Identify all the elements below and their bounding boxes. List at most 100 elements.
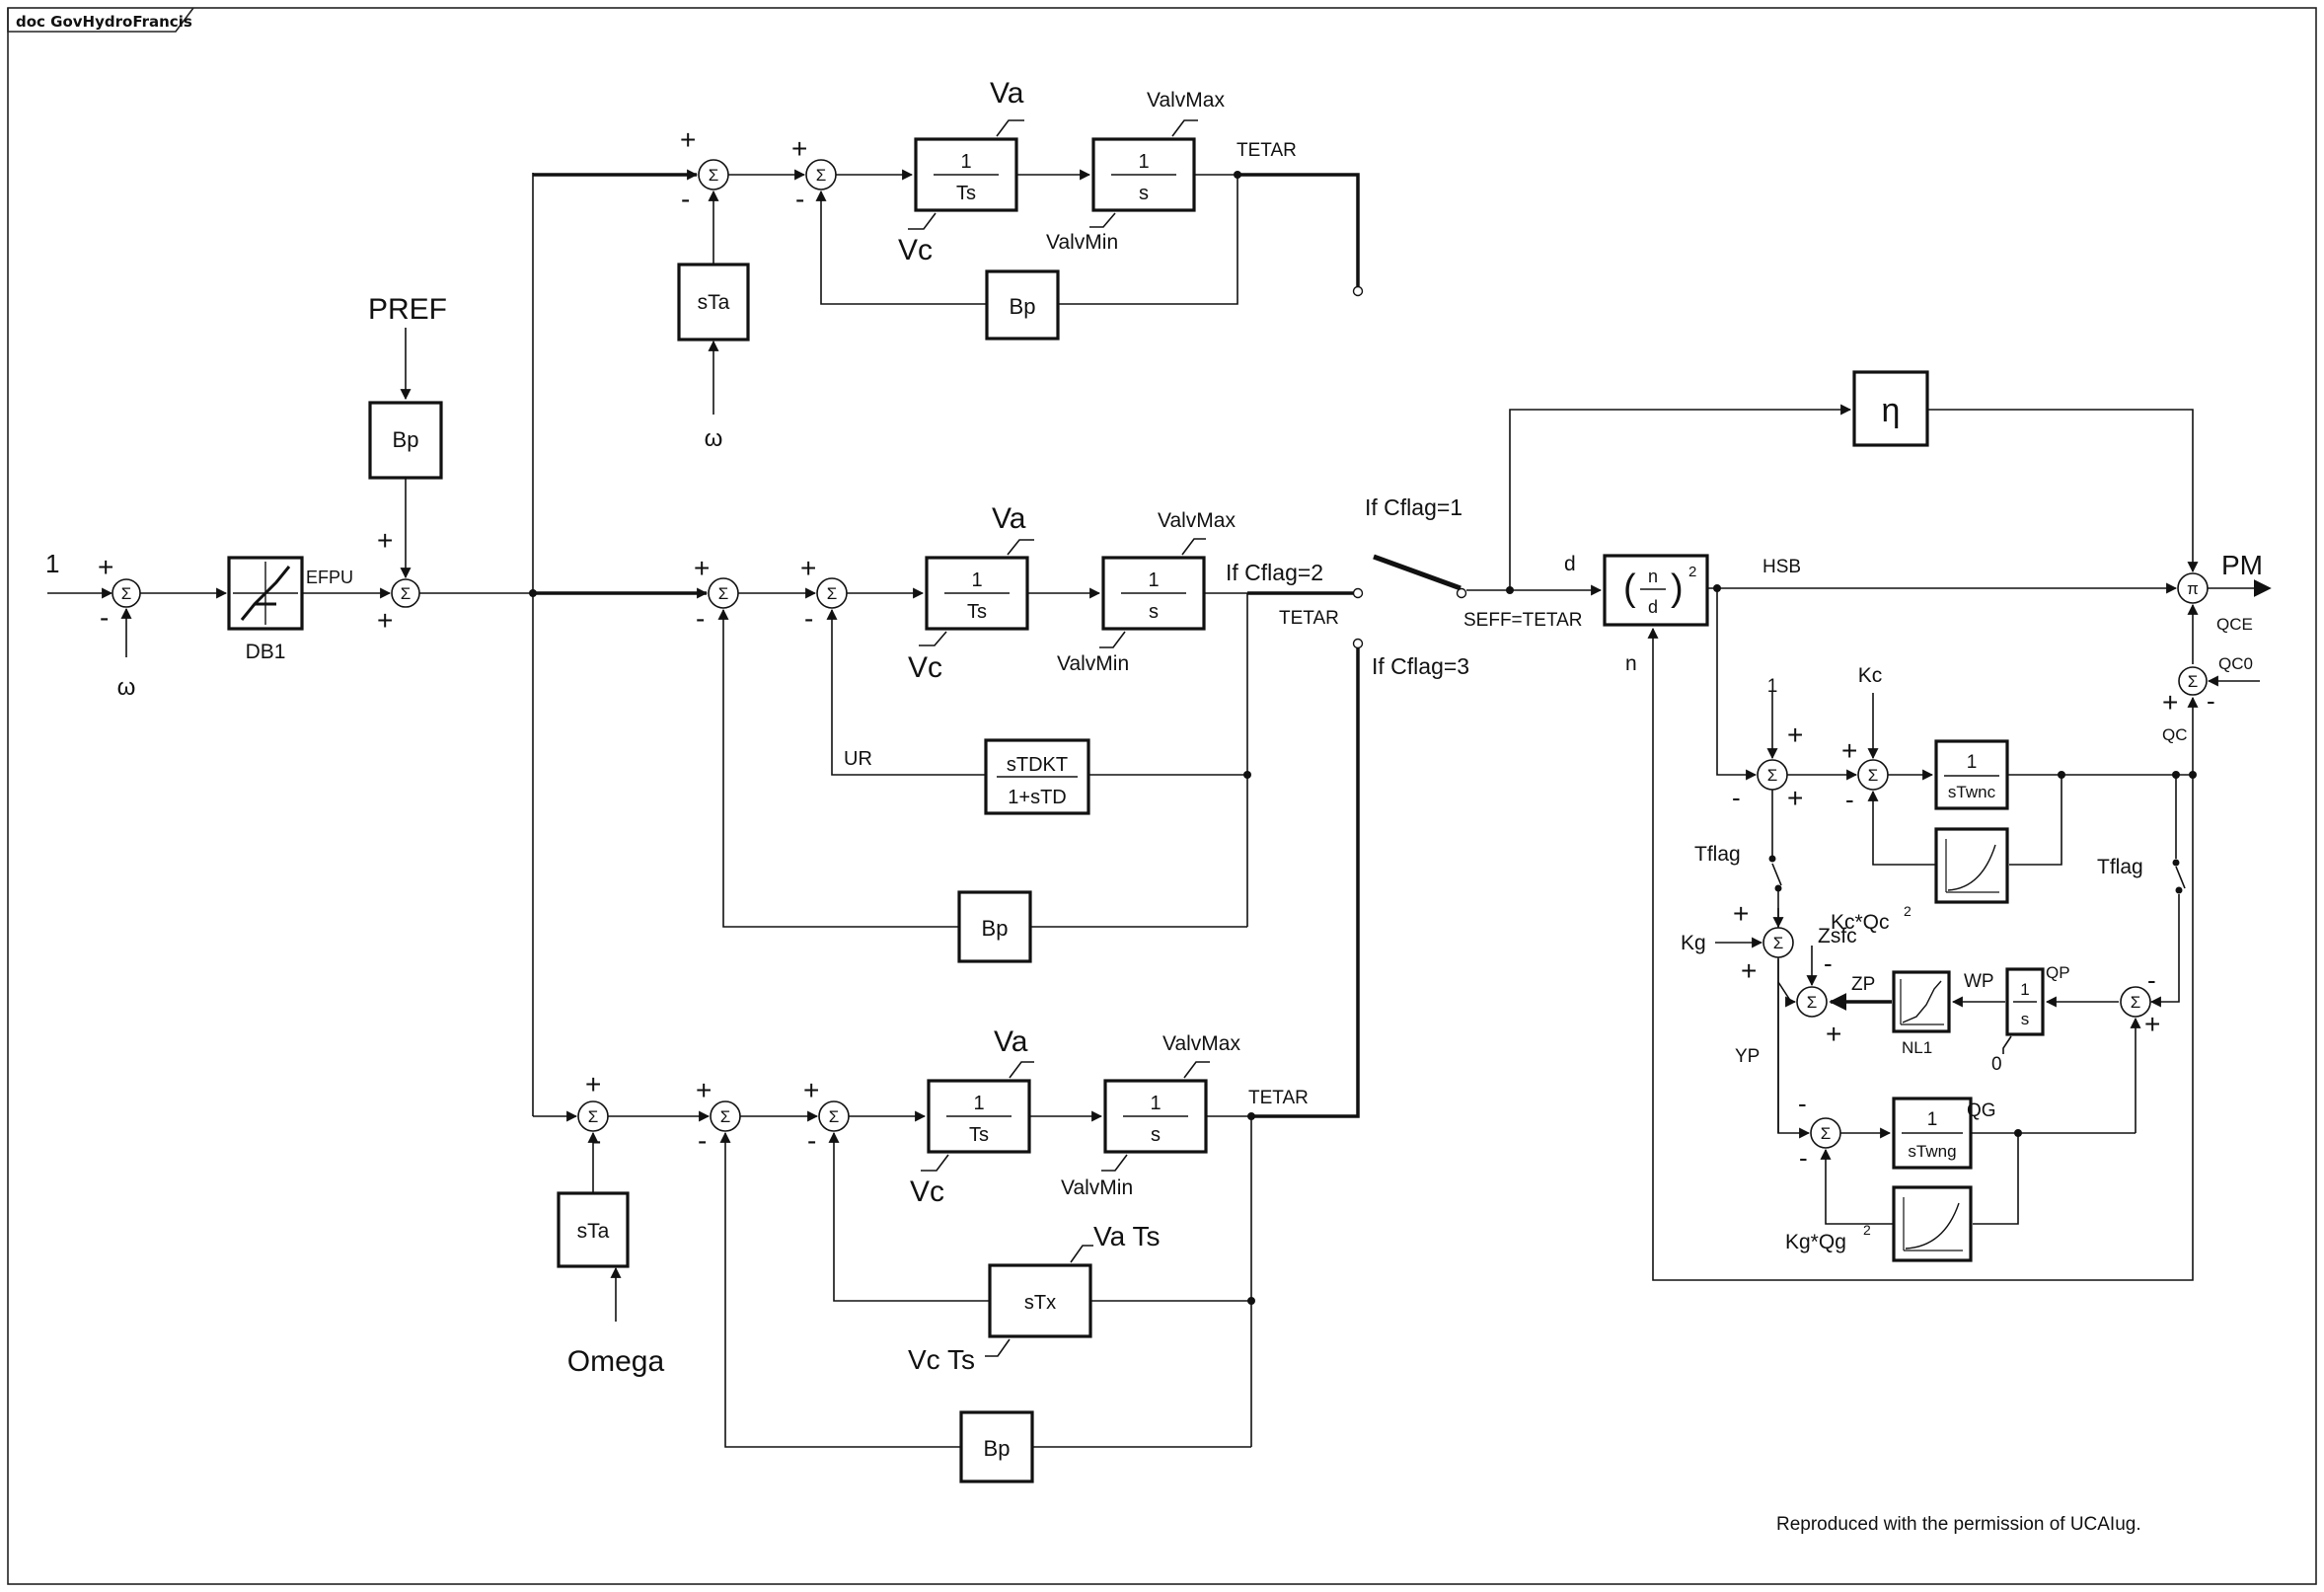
svg-text:-: - [100,602,109,633]
hydraulic-sum-junction-2: Σ [1857,759,1889,791]
bot-valvmax-label: ValvMax [1162,1032,1240,1055]
top-integrator-block: 1 s [1091,137,1196,212]
kc-qc-squared-nonlinear-block [1934,827,2009,904]
qg-sum-junction: Σ [1810,1117,1841,1149]
svg-text:+: + [800,553,816,583]
svg-text:1: 1 [960,151,971,173]
qp-sum-junction: Σ [2120,986,2151,1018]
top-1-over-ts-block: 1 Ts [914,137,1018,212]
bot-va-label: Va [994,1025,1028,1058]
svg-text:sTa: sTa [698,291,730,314]
svg-text:Σ: Σ [829,1107,840,1126]
svg-text:1+sTD: 1+sTD [1008,787,1066,808]
vc-ts-label: Vc Ts [908,1344,975,1375]
svg-text:sTwng: sTwng [1908,1142,1956,1161]
svg-text:d: d [1648,597,1658,617]
top-va-label: Va [990,77,1024,110]
svg-text:+: + [791,133,807,164]
svg-text:1: 1 [1967,752,1978,773]
svg-text:1: 1 [1767,676,1778,697]
ur-label: UR [844,748,872,770]
svg-text:Σ: Σ [720,1107,731,1126]
svg-text:sTx: sTx [1024,1292,1056,1314]
svg-text:Bp: Bp [1010,294,1036,319]
qc-label: QC [2162,725,2188,744]
bot-vc-label: Vc [910,1175,944,1208]
svg-text:1: 1 [973,1093,984,1114]
top-vc-label: Vc [898,234,933,266]
top-sta-block: sTa [677,263,750,341]
mid-bp-feedback-block: Bp [957,890,1032,963]
svg-text:+: + [377,525,393,556]
input-summing-junction: Σ [112,578,141,608]
svg-text:-: - [696,603,705,634]
svg-text:+: + [585,1069,601,1099]
tflag-right-label: Tflag [2097,856,2143,878]
frame-title: doc GovHydroFrancis [16,13,192,31]
mid-valvmin-label: ValvMin [1057,652,1129,675]
cflag2-label: If Cflag=2 [1226,560,1323,585]
wp-integrator-block: 1 s [2005,967,2045,1036]
svg-text:+: + [377,605,393,636]
svg-text:π: π [2187,579,2199,598]
svg-text:Σ: Σ [1773,934,1784,952]
svg-text:+: + [1741,955,1757,986]
bot-sta-block: sTa [557,1191,630,1268]
qg-label: QG [1967,1100,1996,1121]
qp-label: QP [2046,963,2070,982]
svg-text:1: 1 [1150,1093,1161,1114]
svg-text:-: - [698,1125,707,1156]
mid-valvmax-label: ValvMax [1158,509,1236,532]
bot-sum-junction-1: Σ [577,1100,609,1132]
top-tetar-label: TETAR [1237,140,1297,161]
svg-text:sTwnc: sTwnc [1948,783,1996,801]
n-label: n [1625,652,1637,675]
d-label: d [1564,553,1576,575]
top-valvmin-label: ValvMin [1046,231,1118,254]
omega-word-label: Omega [567,1345,665,1378]
bot-valvmin-label: ValvMin [1061,1176,1133,1199]
svg-text:1: 1 [1927,1109,1938,1130]
svg-text:+: + [680,124,696,155]
svg-text:s: s [1151,1124,1161,1146]
mid-tetar-label: TETAR [1279,608,1339,629]
svg-text:Σ: Σ [709,166,719,185]
svg-text:sTa: sTa [577,1220,610,1243]
svg-text:Σ: Σ [718,584,729,603]
svg-text:-: - [1824,948,1833,978]
svg-text:+: + [803,1075,819,1105]
seff-label: SEFF=TETAR [1463,610,1583,631]
svg-text:Σ: Σ [827,584,838,603]
bot-bp-feedback-block: Bp [959,1410,1034,1483]
svg-text:1: 1 [2020,980,2029,999]
svg-text:(: ( [1623,568,1636,609]
svg-text:+: + [1826,1019,1841,1049]
svg-text:-: - [807,1125,816,1156]
cflag-selector-switch [1373,554,1462,591]
svg-text:s: s [1149,601,1159,623]
zp-label: ZP [1851,974,1875,995]
bot-1-over-ts-block: 1 Ts [927,1079,1031,1154]
bot-integrator-block: 1 s [1103,1079,1208,1154]
top-bp-feedback-block: Bp [985,269,1060,341]
db1-label: DB1 [246,641,286,663]
svg-text:+: + [2144,1009,2160,1039]
svg-text:2: 2 [1688,564,1696,580]
svg-text:Ts: Ts [956,183,976,204]
top-valvmax-label: ValvMax [1147,89,1225,112]
svg-text:Ts: Ts [967,601,987,623]
kc-qc-label: Kc*Qc [1831,911,1890,934]
svg-text:Bp: Bp [984,1436,1011,1461]
svg-text:n: n [1648,567,1658,586]
svg-text:Σ: Σ [2131,993,2141,1012]
efpu-label: EFPU [306,568,353,587]
svg-text:s: s [2021,1010,2030,1028]
bot-sum-junction-2: Σ [710,1100,741,1132]
pm-output-label: PM [2221,550,2263,580]
permission-credit: Reproduced with the permission of UCAIug… [1776,1514,2141,1535]
deadband-block-db1 [227,556,304,631]
hydraulic-sum-junction-1: Σ [1757,759,1788,791]
svg-text:2: 2 [1863,1222,1871,1238]
